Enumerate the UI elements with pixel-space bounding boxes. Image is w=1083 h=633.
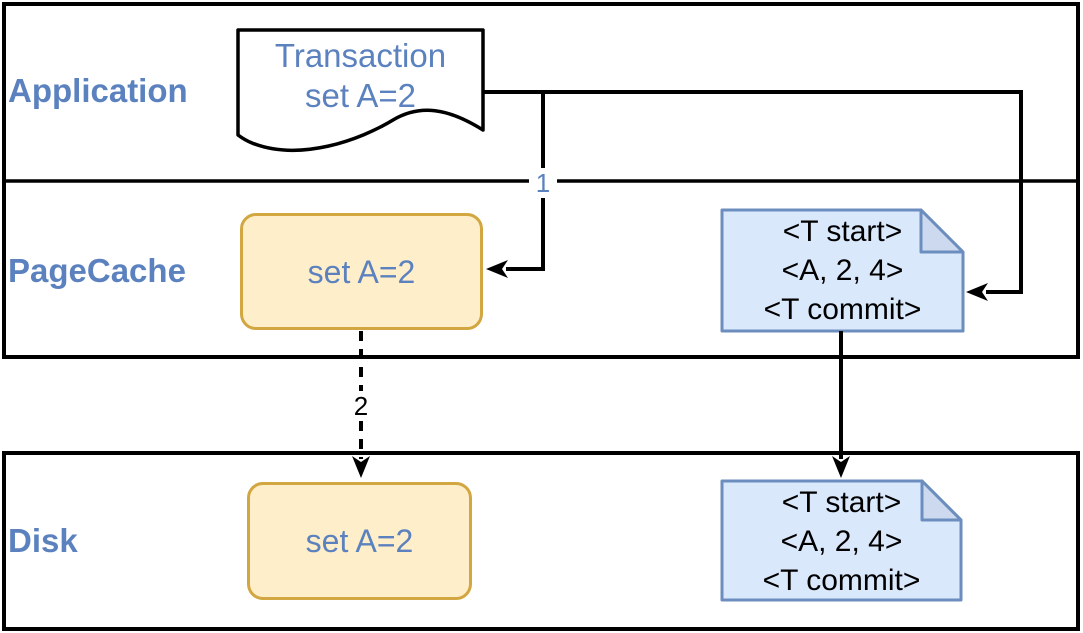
transaction-document-text: Transaction set A=2 bbox=[238, 36, 483, 116]
connector-transaction-to-log bbox=[483, 90, 1023, 294]
transaction-title: Transaction bbox=[274, 37, 447, 74]
transaction-document-shape bbox=[236, 28, 485, 152]
page-box-disk: set A=2 bbox=[247, 482, 472, 600]
connector-log-to-disk-arrowhead-icon bbox=[832, 456, 850, 478]
log-entry-update: <A, 2, 4> bbox=[781, 254, 904, 287]
log-entry-start: <T start> bbox=[781, 486, 902, 519]
wal-log-pagecache-fold-icon bbox=[919, 208, 965, 254]
step2-label: 2 bbox=[347, 391, 375, 421]
wal-log-disk-fold-icon bbox=[920, 479, 963, 522]
connector-step2-arrowhead-icon bbox=[352, 456, 370, 478]
connector-transaction-to-log-arrowhead-icon bbox=[966, 283, 988, 301]
page-box-disk-text: set A=2 bbox=[305, 523, 414, 559]
step1-label: 1 bbox=[529, 168, 557, 198]
page-box-pagecache: set A=2 bbox=[240, 213, 483, 330]
connector-step1 bbox=[506, 92, 545, 271]
page-box-pagecache-text: set A=2 bbox=[307, 253, 416, 290]
wal-log-disk-shape bbox=[720, 479, 963, 602]
log-entry-update: <A, 2, 4> bbox=[780, 525, 903, 558]
layer-label-pagecache: PageCache bbox=[8, 252, 186, 289]
log-entry-start: <T start> bbox=[782, 215, 903, 248]
wal-log-pagecache-text: <T start> <A, 2, 4> <T commit> bbox=[722, 212, 963, 329]
log-entry-commit: <T commit> bbox=[763, 293, 922, 326]
wal-log-disk-text: <T start> <A, 2, 4> <T commit> bbox=[722, 483, 961, 600]
wal-log-pagecache-shape bbox=[720, 208, 965, 333]
layer-label-disk: Disk bbox=[8, 522, 78, 559]
layer-label-application: Application bbox=[8, 72, 188, 109]
transaction-statement: set A=2 bbox=[304, 77, 416, 114]
connector-step1-arrowhead-icon bbox=[486, 260, 508, 278]
log-entry-commit: <T commit> bbox=[762, 564, 921, 597]
